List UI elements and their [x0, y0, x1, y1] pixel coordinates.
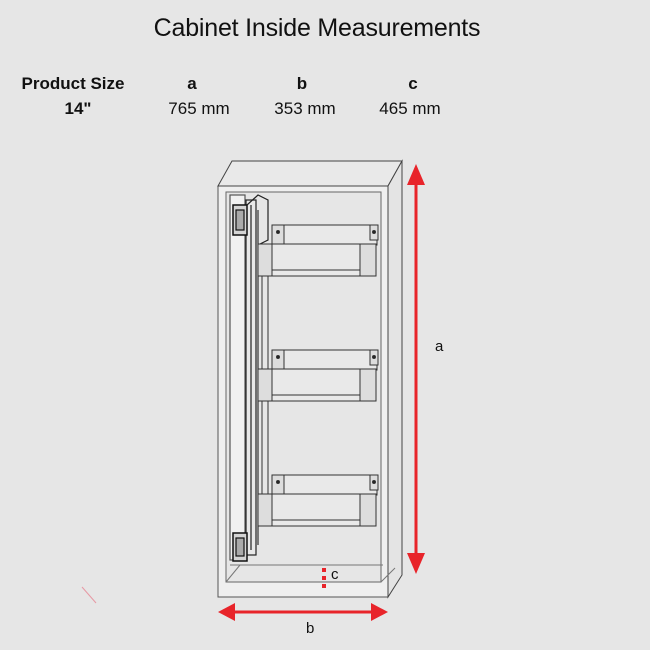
header-c: c — [408, 74, 418, 93]
label-b: b — [306, 620, 315, 637]
page-title: Cabinet Inside Measurements — [153, 14, 481, 42]
dimension-marker-c — [322, 568, 326, 588]
label-a: a — [435, 338, 444, 355]
label-c: c — [331, 566, 339, 583]
header-b: b — [296, 74, 308, 93]
value-c: 465 mm — [379, 99, 441, 118]
value-product-size: 14" — [64, 99, 92, 118]
value-b: 353 mm — [274, 99, 336, 118]
header-a: a — [187, 74, 197, 93]
dimension-arrow-b — [218, 603, 388, 621]
dimension-arrow-a — [407, 164, 425, 574]
header-product-size: Product Size — [21, 74, 125, 93]
value-a: 765 mm — [168, 99, 230, 118]
